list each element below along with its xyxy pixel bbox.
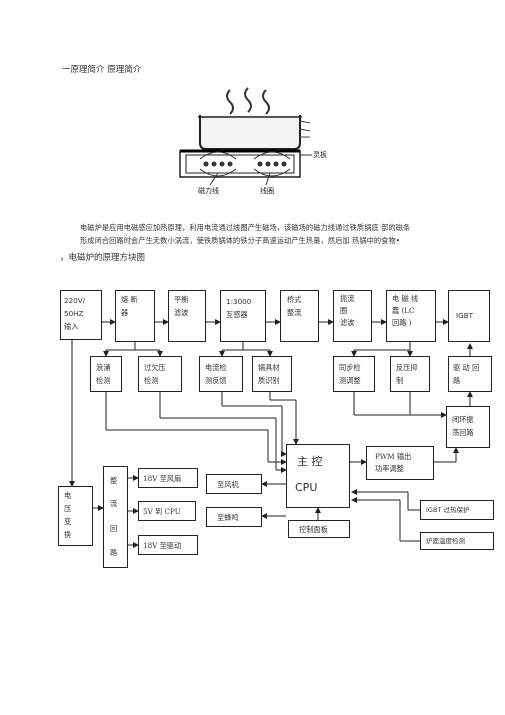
block-label: 检测	[144, 376, 159, 385]
block-closed-loop: 闭环振 荡回路	[446, 406, 490, 448]
steam-icon	[244, 87, 252, 113]
block-label: 浪涌	[96, 363, 111, 372]
block-label: CPU	[295, 481, 318, 494]
block-bridge-rectifier: 桥式 整流	[280, 290, 319, 342]
block-label: 压	[64, 504, 72, 513]
block-transformer: 1:3000 互感器	[220, 290, 266, 342]
block-label: 控制面板	[299, 525, 328, 534]
steam-icon	[226, 89, 234, 115]
block-label: 整流	[287, 308, 302, 317]
block-label: 质识别	[258, 376, 280, 385]
diagram-title: ，电磁炉的原理方块图	[60, 253, 146, 263]
block-label: 扼流	[340, 294, 355, 303]
block-label: 熔 断	[121, 295, 138, 304]
block-surge-detect: 浪涌 检测	[90, 356, 122, 392]
block-label: 18V 至风扇	[143, 474, 182, 483]
block-label: 测反馈	[205, 376, 227, 385]
block-label: 炉面温度检测	[426, 537, 465, 545]
block-label: 220V/	[64, 296, 86, 305]
block-choke-filter: 扼流 圈 滤波	[333, 290, 372, 342]
block-label: 同步检	[339, 363, 361, 372]
block-label: 圈	[340, 306, 348, 315]
block-label: 功率调整	[375, 464, 404, 473]
block-label: 换	[64, 530, 72, 539]
block-balance-filter: 平衡 滤波	[168, 290, 206, 342]
block-voltage-transform: 电 压 变 换	[58, 486, 93, 546]
block-label: 路	[453, 376, 461, 385]
block-label: 主 控	[297, 455, 323, 468]
induction-illustration: 灵板 磁力线 线圈	[170, 85, 340, 200]
block-igbt-protect: IGBT 过热保护	[420, 500, 494, 520]
block-over-under-voltage: 过欠压 检测	[138, 356, 182, 392]
block-label: PWM 输出	[375, 452, 412, 461]
block-label: 至风机	[217, 480, 239, 489]
block-label: 滤波	[174, 308, 189, 317]
block-label: 反压抑	[396, 363, 418, 372]
block-label: 18V 至驱动	[143, 541, 182, 550]
pot-icon	[199, 115, 301, 150]
block-to-fan: 至风机	[206, 474, 262, 494]
block-label: 电	[64, 491, 72, 500]
block-label: 回路 )	[392, 318, 412, 327]
block-overvoltage-suppress: 反压抑 制	[390, 356, 430, 392]
block-fuse: 熔 断 器	[115, 290, 155, 342]
block-pot-material: 锅具材 质识别	[252, 356, 292, 392]
steam-icon	[262, 89, 270, 115]
block-label: 输入	[64, 322, 79, 331]
block-current-feedback: 电流检 测反馈	[199, 356, 243, 392]
block-label: 驱 动 回	[453, 363, 480, 372]
panel-label: 灵板	[313, 151, 327, 159]
block-label: 荡回路	[452, 428, 474, 437]
block-label: 5V 到 CPU	[143, 507, 181, 516]
block-label: 制	[396, 376, 404, 385]
block-label: 平衡	[174, 295, 189, 304]
block-label: 桥式	[287, 295, 302, 304]
block-label: 电流检	[205, 363, 227, 372]
block-label: 闭环振	[452, 415, 474, 424]
block-v18-fan: 18V 至风扇	[138, 468, 198, 488]
coil-icon	[203, 161, 287, 167]
block-label: 路	[110, 548, 118, 557]
block-coil-lc: 电 磁 线 蠢 (LC 回路 )	[386, 290, 436, 342]
block-input: 220V/ 50HZ 输入	[60, 290, 102, 340]
block-rectifier-loop: 整 流 回 路	[103, 466, 128, 568]
coil-label: 磁力线	[198, 187, 219, 195]
wire-label: 线圈	[260, 187, 274, 195]
block-sync-detect: 同步检 测调整	[333, 356, 375, 392]
block-label: 检测	[96, 376, 111, 385]
block-label: 过欠压	[144, 363, 166, 372]
block-label: 滤波	[340, 318, 355, 327]
paragraph-line-1: 电磁炉是应用电磁感应加热原理，利用电流通过线圈产生磁场，该磁场的磁力线通过铁质锅…	[80, 223, 411, 232]
block-label: 变	[64, 517, 72, 526]
block-label: 器	[121, 308, 129, 317]
block-label: 流	[110, 499, 118, 508]
section-heading: 一原理简介 原理简介	[62, 65, 142, 75]
block-label: 测调整	[339, 376, 361, 385]
block-label: 锅具材	[258, 363, 280, 372]
block-label: 回	[110, 524, 118, 533]
block-label: 蠢 (LC	[392, 306, 415, 315]
block-label: IGBT	[456, 311, 474, 320]
block-v5-cpu: 5V 到 CPU	[138, 501, 196, 521]
block-label: 电 磁 线	[392, 294, 419, 303]
block-label: 互感器	[226, 310, 248, 319]
block-drive-loop: 驱 动 回 路	[448, 356, 492, 392]
block-label: 整	[110, 476, 118, 485]
block-cpu: 主 控 CPU	[286, 444, 350, 508]
block-pwm: PWM 输出 功率调整	[366, 446, 434, 480]
block-label: 50HZ	[64, 309, 84, 318]
cooker-drawing	[179, 87, 312, 186]
block-furnace-temp: 炉面温度检测	[420, 532, 494, 550]
paragraph-line-2: 形成闭合回路时会产生无数小涡流，使铁质锅体的铁分子高速运动产生热量，然后加 热锅…	[80, 236, 401, 245]
block-label: 至蜂鸣	[217, 513, 239, 522]
block-v18-drive: 18V 至驱动	[138, 535, 198, 555]
block-to-buzzer: 至蜂鸣	[206, 507, 262, 527]
block-control-panel: 控制面板	[288, 520, 350, 538]
block-igbt: IGBT	[448, 290, 490, 342]
block-label: 1:3000	[226, 297, 252, 306]
block-label: IGBT 过热保护	[426, 506, 470, 514]
